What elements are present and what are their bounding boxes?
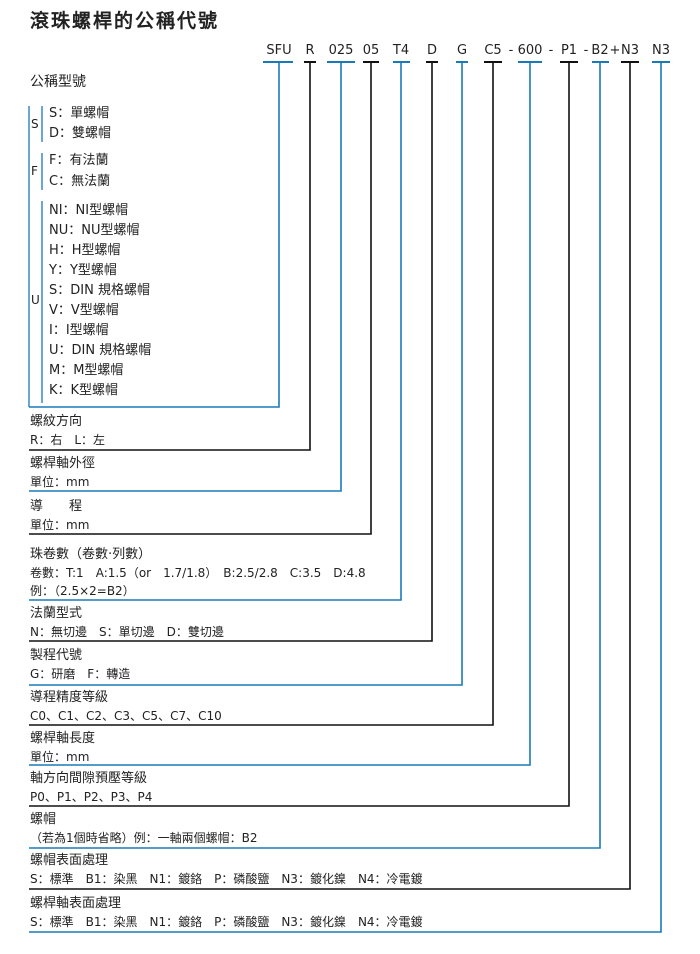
code-part-n3-nut: N3 (621, 43, 639, 58)
nut-model-item: NU：NU型螺帽 (49, 223, 140, 238)
code-separator: - (508, 43, 514, 58)
thread-direction-title: 螺紋方向 (30, 414, 83, 429)
lead-title: 導 程 (30, 499, 83, 514)
connector-b2 (29, 62, 601, 849)
circuits-detail: 卷數：T:1 A:1.5（or 1.7/1.8） B:2.5/2.8 C:3.5… (30, 566, 366, 580)
connector-d (29, 62, 433, 642)
connector-sfu (29, 62, 280, 408)
code-part-05: 05 (362, 43, 380, 58)
lead-accuracy-detail: C0、C1、C2、C3、C5、C7、C10 (30, 709, 222, 723)
connector-p1 (29, 62, 570, 807)
diagram-title: 滾珠螺桿的公稱代號 (30, 10, 220, 32)
shaft-length-title: 螺桿軸長度 (30, 731, 96, 746)
preload-detail: P0、P1、P2、P3、P4 (30, 790, 153, 804)
shaft-diameter-unit: 單位：mm (30, 475, 90, 489)
shaft-surface-detail: S：標準 B1：染黑 N1：鍍鉻 P：磷酸鹽 N3：鍍化鎳 N4：冷電鍍 (30, 915, 423, 929)
nut-model-item: NI：NI型螺帽 (49, 203, 129, 218)
connector-n3-shaft (29, 62, 662, 933)
connector-g (29, 62, 463, 686)
flange-style-detail: N：無切邊 S：單切邊 D：雙切邊 (30, 625, 224, 639)
group-letter-s: S (31, 117, 39, 131)
circuits-example: 例：（2.5×2=B2） (30, 584, 135, 598)
code-part-d: D (426, 43, 438, 58)
connector-t4 (29, 62, 402, 601)
nut-surface-detail: S：標準 B1：染黑 N1：鍍鉻 P：磷酸鹽 N3：鍍化鎳 N4：冷電鍍 (30, 872, 423, 886)
nut-model-item: Y：Y型螺帽 (49, 263, 117, 278)
shaft-diameter-title: 螺桿軸外徑 (30, 456, 96, 471)
code-part-n3-shaft: N3 (652, 43, 670, 58)
connector-600 (29, 62, 531, 766)
code-part-t4: T4 (392, 43, 410, 58)
flange-type-item: F：有法蘭 (49, 153, 109, 168)
nut-surface-title: 螺帽表面處理 (30, 853, 109, 868)
nut-type-item: D：雙螺帽 (49, 126, 112, 141)
nut-type-item: S：單螺帽 (49, 106, 110, 121)
thread-direction-detail: R：右 L：左 (30, 433, 106, 447)
lead-accuracy-title: 導程精度等級 (30, 690, 109, 705)
code-part-g: G (456, 43, 468, 58)
code-separator: - (548, 43, 554, 58)
group-letter-u: U (31, 293, 40, 307)
nut-model-item: S：DIN 規格螺帽 (49, 283, 150, 298)
nut-model-item: K：K型螺帽 (49, 383, 119, 398)
nut-count-title: 螺帽 (30, 812, 57, 827)
code-separator: + (609, 43, 621, 58)
process-code-title: 製程代號 (30, 648, 83, 663)
nut-model-item: M：M型螺帽 (49, 363, 124, 378)
nut-count-detail: （若為1個時省略）例：一軸兩個螺帽：B2 (30, 831, 258, 845)
nominal-model-heading: 公稱型號 (30, 74, 86, 90)
lead-unit: 單位：mm (30, 518, 90, 532)
preload-title: 軸方向間隙預壓等級 (30, 771, 148, 786)
nut-model-item: I：I型螺帽 (49, 323, 109, 338)
connector-r (29, 62, 311, 451)
code-part-p1: P1 (560, 43, 578, 58)
circuits-title: 珠卷數（卷數‧列數） (30, 547, 152, 562)
connector-n3 (29, 62, 631, 890)
code-separator: - (583, 43, 589, 58)
nut-model-item: H：H型螺帽 (49, 243, 121, 258)
code-part-025: 025 (328, 43, 354, 58)
flange-style-title: 法蘭型式 (30, 606, 83, 621)
group-letter-f: F (31, 164, 38, 178)
code-part-r: R (305, 43, 315, 58)
nut-model-item: V：V型螺帽 (49, 303, 119, 318)
shaft-length-unit: 單位：mm (30, 750, 90, 764)
code-part-c5: C5 (484, 43, 502, 58)
connector-c5 (29, 62, 494, 726)
code-part-sfu: SFU (266, 43, 292, 58)
nut-model-item: U：DIN 規格螺帽 (49, 343, 152, 358)
shaft-surface-title: 螺桿軸表面處理 (30, 896, 122, 911)
connector-05 (29, 62, 372, 535)
flange-type-item: C：無法蘭 (49, 174, 111, 189)
code-part-b2: B2 (591, 43, 609, 58)
code-part-600: 600 (517, 43, 543, 58)
connector-025 (29, 62, 342, 492)
process-code-detail: G：研磨 F：轉造 (30, 667, 131, 681)
